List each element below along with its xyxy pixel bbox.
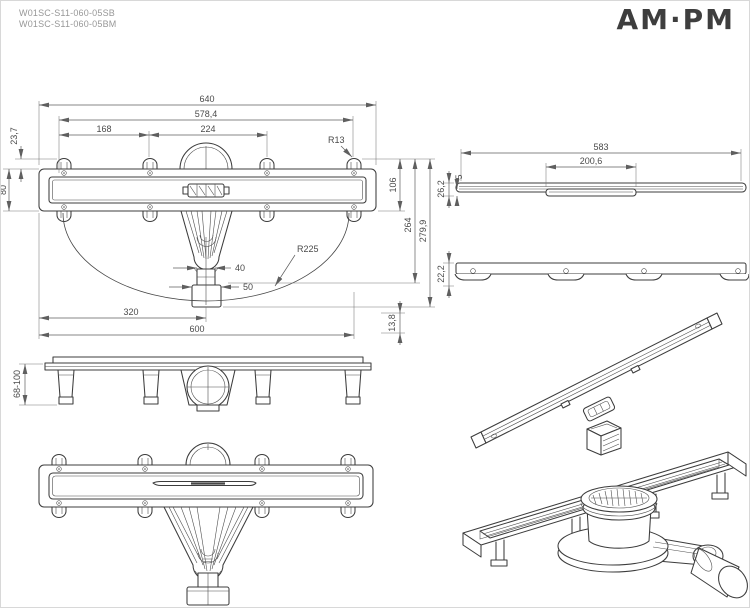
strainer-grid-iso [580,485,658,517]
dim-base-length: 600 [189,324,204,334]
drain-funnel-plan [163,506,254,606]
elevation-view-drawing: 68-100 [12,356,372,412]
dim-clip-radius: R13 [328,135,345,145]
drain-body-elevation [180,365,236,412]
drain-funnel-front [180,210,233,308]
dim-outlet-width: 50 [243,282,253,292]
dim-clip-offset: 23,7 [9,127,19,145]
grate-profile [455,182,747,197]
trap-outlet [191,284,222,308]
siphon-trap-iso [557,485,748,599]
dim-lip-height: 5 [454,174,464,179]
dim-grate-height: 26,2 [436,180,446,198]
installation-arc [62,212,350,302]
dim-channel-height: 106 [388,177,398,192]
grate-iso [470,312,723,449]
dim-grate-width: 578,4 [195,109,218,119]
grate-insert [545,188,637,197]
brand-logo: AM·PM [616,3,735,36]
dim-insert-length: 200,6 [580,156,603,166]
channel-elevation [44,356,372,412]
center-anchor [182,183,230,198]
exploded-isometric-view [462,312,748,599]
filter-basket-iso [586,420,622,456]
dim-edge-offset: 13,8 [387,314,397,332]
outlet-pipe-iso [690,547,748,599]
rail-profile [454,262,749,281]
dim-overall-width: 640 [199,94,214,104]
plan-view-drawing [38,442,374,606]
dim-rail-height: 22,2 [436,265,446,283]
dim-flange-height: 264 [403,217,413,232]
adjustable-leg [57,369,362,405]
dim-arc-radius: R225 [297,244,319,254]
model-code-line1: W01SC-S11-060-05SB [19,8,115,18]
dim-span-left: 168 [96,124,111,134]
dim-overall-height: 279,9 [418,220,428,243]
dim-grate-length: 583 [593,142,608,152]
model-code-line2: W01SC-S11-060-05BM [19,19,117,29]
dim-body-height: 80 [0,185,8,195]
grate-side-view-drawing: 583 200,6 26,2 5 22,2 [436,142,749,298]
model-codes: W01SC-S11-060-05SB W01SC-S11-060-05BM [19,8,116,30]
dim-adjustable-height: 68-100 [12,370,22,398]
dim-neck-width: 40 [235,263,245,273]
front-view-drawing: 640 578,4 168 224 R13 23,7 80 106 264 27… [0,94,435,345]
dim-span-center: 224 [200,124,215,134]
center-dome [185,442,231,466]
channel-body-plan [38,442,374,519]
channel-body-front [38,142,377,223]
dim-center-offset: 320 [123,307,138,317]
gasket-iso [582,396,616,422]
